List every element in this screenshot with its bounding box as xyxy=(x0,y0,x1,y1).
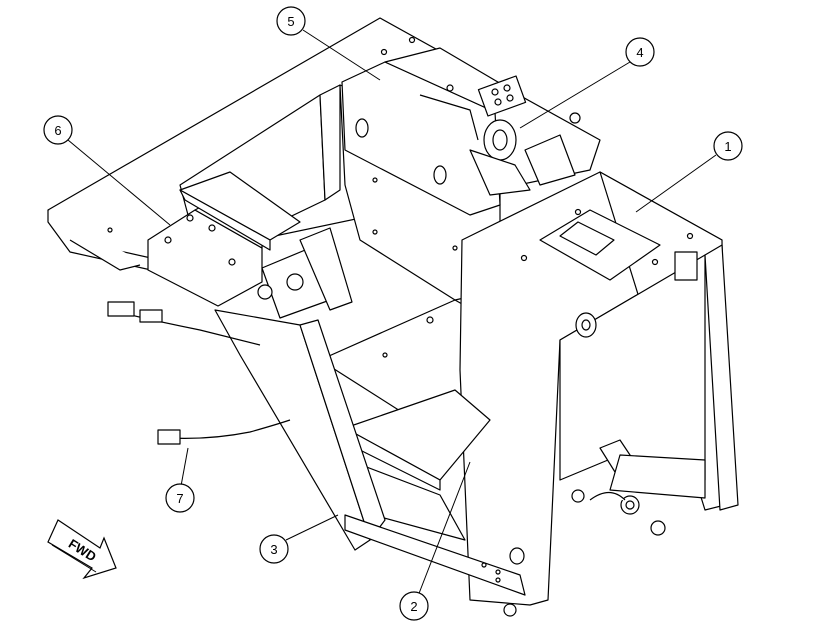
left-duct xyxy=(257,227,353,319)
svg-text:4: 4 xyxy=(636,45,643,60)
part-7-wire-harness xyxy=(107,301,291,445)
leader-lines xyxy=(67,29,717,597)
callout-2: 2 xyxy=(399,591,429,621)
svg-text:6: 6 xyxy=(54,123,61,138)
svg-text:3: 3 xyxy=(270,542,277,557)
callout-5: 5 xyxy=(276,6,306,36)
callout-1: 1 xyxy=(713,131,743,161)
callout-6: 6 xyxy=(43,115,73,145)
part-2-step-plate xyxy=(339,389,491,491)
base-rail xyxy=(344,514,526,617)
left-lid-panel xyxy=(179,171,301,251)
svg-text:2: 2 xyxy=(410,599,417,614)
fwd-direction-arrow: FWD xyxy=(47,519,117,580)
part-1-console-tower xyxy=(459,171,739,606)
part-4-switch-cluster xyxy=(469,75,581,196)
svg-text:5: 5 xyxy=(287,14,294,29)
callout-7: 7 xyxy=(165,483,195,513)
callout-4: 4 xyxy=(625,37,655,67)
part-3-support-strut xyxy=(214,309,386,551)
callout-3: 3 xyxy=(259,534,289,564)
svg-text:7: 7 xyxy=(176,491,183,506)
lower-right-fittings xyxy=(571,454,706,536)
svg-text:1: 1 xyxy=(724,139,731,154)
